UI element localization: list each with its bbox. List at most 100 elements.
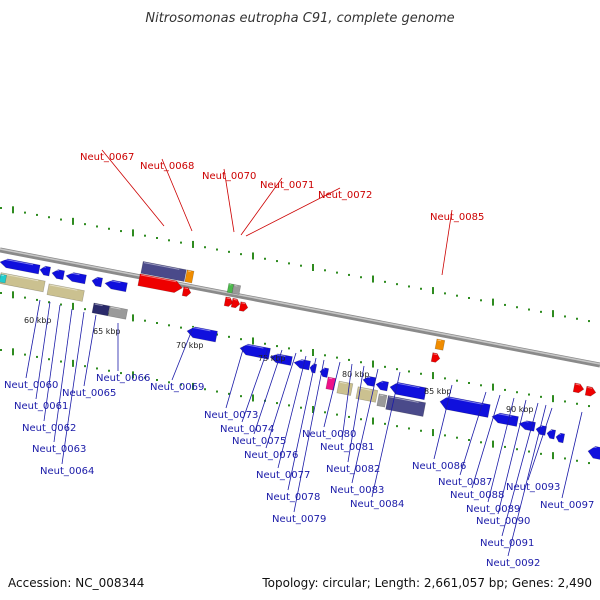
feature-sheen — [271, 353, 286, 357]
tick-mark — [444, 377, 446, 380]
feature — [336, 380, 354, 396]
tick-mark — [276, 260, 278, 263]
tick-mark — [0, 207, 2, 209]
tick-mark — [48, 301, 50, 304]
leader-line — [471, 394, 501, 489]
tick-mark — [540, 310, 542, 313]
leader-line — [241, 347, 269, 423]
tick-mark — [384, 280, 386, 283]
feature — [293, 358, 311, 371]
topology-text: Topology: circular; Length: 2,661,057 bp… — [261, 576, 592, 590]
feature-shape — [587, 446, 600, 460]
leader-line — [341, 363, 353, 441]
gene-label: Neut_0069 — [150, 382, 204, 393]
feature-shape — [184, 269, 195, 284]
feature-shape — [376, 393, 388, 408]
tick-mark — [288, 404, 290, 407]
tick-mark — [240, 395, 242, 398]
feature-track — [0, 258, 600, 460]
feature — [434, 338, 446, 351]
tick-mark — [552, 452, 554, 460]
feature — [389, 381, 427, 401]
feature-sheen — [364, 376, 371, 379]
leader-line — [223, 168, 235, 233]
tick-mark — [528, 308, 530, 311]
feature-sheen — [493, 412, 512, 417]
tick-mark — [516, 306, 518, 309]
tick-mark — [300, 349, 302, 352]
leader-line — [240, 177, 283, 236]
feature-shape — [584, 385, 597, 397]
gene-label: Neut_0086 — [412, 461, 466, 472]
feature-shape — [223, 296, 234, 307]
tick-mark — [432, 372, 434, 380]
feature-shape — [239, 343, 271, 360]
leader-line — [61, 311, 85, 465]
tick-mark — [120, 230, 122, 233]
gene-label: Neut_0081 — [320, 442, 374, 453]
gene-label: Neut_0092 — [486, 558, 540, 569]
tick-mark — [396, 283, 398, 286]
gene-label: Neut_0075 — [232, 436, 286, 447]
gene-label: Neut_0082 — [326, 464, 380, 475]
tick-mark — [60, 303, 62, 306]
feature-shape — [46, 283, 85, 302]
feature-sheen — [94, 303, 103, 307]
feature-sheen — [548, 429, 553, 432]
tick-mark — [144, 319, 146, 322]
tick-mark — [336, 413, 338, 416]
tick-mark — [348, 273, 350, 276]
gene-label: Neut_0085 — [430, 212, 484, 223]
leader-line — [351, 368, 379, 484]
feature-sheen — [140, 274, 177, 283]
gene-label: Neut_0084 — [350, 499, 404, 510]
leader-line — [441, 209, 453, 276]
feature-sheen — [295, 358, 304, 362]
tick-mark — [36, 355, 38, 358]
feature-sheen — [391, 381, 420, 389]
gene-label: Neut_0060 — [4, 380, 58, 391]
tick-mark — [216, 333, 218, 336]
feature-sheen — [67, 271, 80, 276]
feature — [376, 393, 388, 408]
leader-line — [487, 397, 515, 503]
tick-mark — [444, 434, 446, 437]
tick-mark — [576, 459, 578, 462]
tick-mark — [528, 393, 530, 396]
tick-mark — [72, 302, 74, 310]
tick-mark — [204, 388, 206, 391]
feature — [362, 376, 376, 387]
tick-rows — [0, 206, 590, 465]
tick-mark — [156, 378, 158, 381]
feature-shape — [51, 269, 65, 281]
feature — [587, 445, 600, 460]
tick-mark — [408, 370, 410, 373]
feature — [91, 302, 111, 317]
tick-mark — [36, 213, 38, 216]
feature — [375, 380, 389, 392]
tick-mark — [480, 384, 482, 387]
tick-mark — [132, 229, 134, 237]
gene-label: Neut_0073 — [204, 410, 258, 421]
leader-line — [43, 304, 61, 422]
scale-label: 85 kbp — [424, 387, 452, 396]
tick-mark — [264, 257, 266, 260]
tick-mark — [24, 211, 26, 214]
tick-mark — [240, 338, 242, 341]
tick-mark — [540, 452, 542, 455]
tick-mark — [324, 411, 326, 414]
gene-label: Neut_0090 — [476, 516, 530, 527]
feature-sheen — [1, 273, 39, 282]
feature-sheen — [110, 306, 121, 310]
feature — [181, 286, 192, 297]
tick-mark — [372, 417, 374, 425]
tick-mark — [168, 324, 170, 327]
tick-mark — [84, 308, 86, 311]
tick-mark — [588, 320, 590, 323]
leader-line — [347, 365, 365, 463]
gene-label: Neut_0088 — [450, 490, 504, 501]
tick-mark — [180, 383, 182, 386]
tick-mark — [288, 262, 290, 265]
gene-label: Neut_0065 — [62, 388, 116, 399]
